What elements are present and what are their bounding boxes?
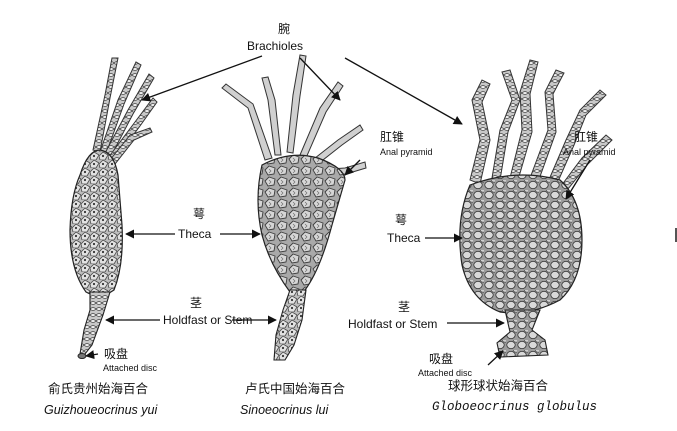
disc-left-label-en: Attached disc [103, 363, 158, 373]
pointer-arrows [85, 55, 591, 366]
species-3-name-zh: 球形球状始海百合 [448, 378, 549, 393]
anal-pyramid-right-label-en: Anal pyramid [563, 147, 616, 157]
species-1-name-latin: Guizhoueocrinus yui [44, 403, 158, 417]
stem-right-label-zh: 茎 [398, 300, 411, 314]
arrow-disc-left [85, 350, 99, 360]
theca-right [459, 174, 583, 314]
theca-left [69, 149, 123, 297]
anal-pyramid-middle-label-en: Anal pyramid [380, 147, 433, 157]
disc-left-label-zh: 吸盘 [104, 347, 129, 361]
arrow-anal-middle [344, 159, 361, 176]
anal-pyramid-right-label-zh: 肛锥 [574, 130, 599, 144]
arrow-anal-right [565, 159, 591, 200]
arrow-disc-right [487, 350, 504, 366]
stem-middle [273, 289, 307, 361]
stem-right-label-en: Holdfast or Stem [348, 317, 438, 331]
page-edge-mark [675, 228, 677, 242]
species-2-name-latin: Sinoeocrinus lui [240, 403, 329, 417]
species-3-name-latin: Globoeocrinus globulus [432, 400, 598, 414]
stem-middle-label-en: Holdfast or Stem [163, 313, 253, 327]
species-1-name-zh: 俞氏贵州始海百合 [48, 381, 149, 396]
stem-left [79, 291, 111, 355]
stem-middle-label-zh: 茎 [190, 296, 203, 310]
stem-right [496, 309, 549, 358]
theca-right-label-en: Theca [387, 231, 421, 245]
disc-right-label-zh: 吸盘 [429, 352, 454, 366]
species-2-name-zh: 卢氏中国始海百合 [245, 381, 346, 396]
disc-left [77, 353, 87, 359]
brachioles-label-zh: 腕 [278, 22, 291, 36]
theca-middle-label-zh: 萼 [193, 207, 206, 221]
disc-right-label-en: Attached disc [418, 368, 473, 378]
specimen-sinoeocrinus [221, 54, 367, 361]
brachioles-left [92, 57, 158, 165]
arrow-brachioles-middle [299, 57, 341, 101]
specimen-guizhoueocrinus [69, 57, 158, 359]
brachioles-right [469, 59, 613, 195]
theca-middle [257, 154, 346, 293]
theca-right-label-zh: 萼 [395, 213, 408, 227]
theca-middle-label-en: Theca [178, 227, 212, 241]
brachioles-label-en: Brachioles [247, 39, 304, 53]
anal-pyramid-middle-label-zh: 肛锥 [380, 130, 405, 144]
arrow-brachioles-left [141, 55, 263, 102]
arrow-brachioles-right [344, 57, 463, 125]
specimen-globoeocrinus [459, 59, 613, 358]
